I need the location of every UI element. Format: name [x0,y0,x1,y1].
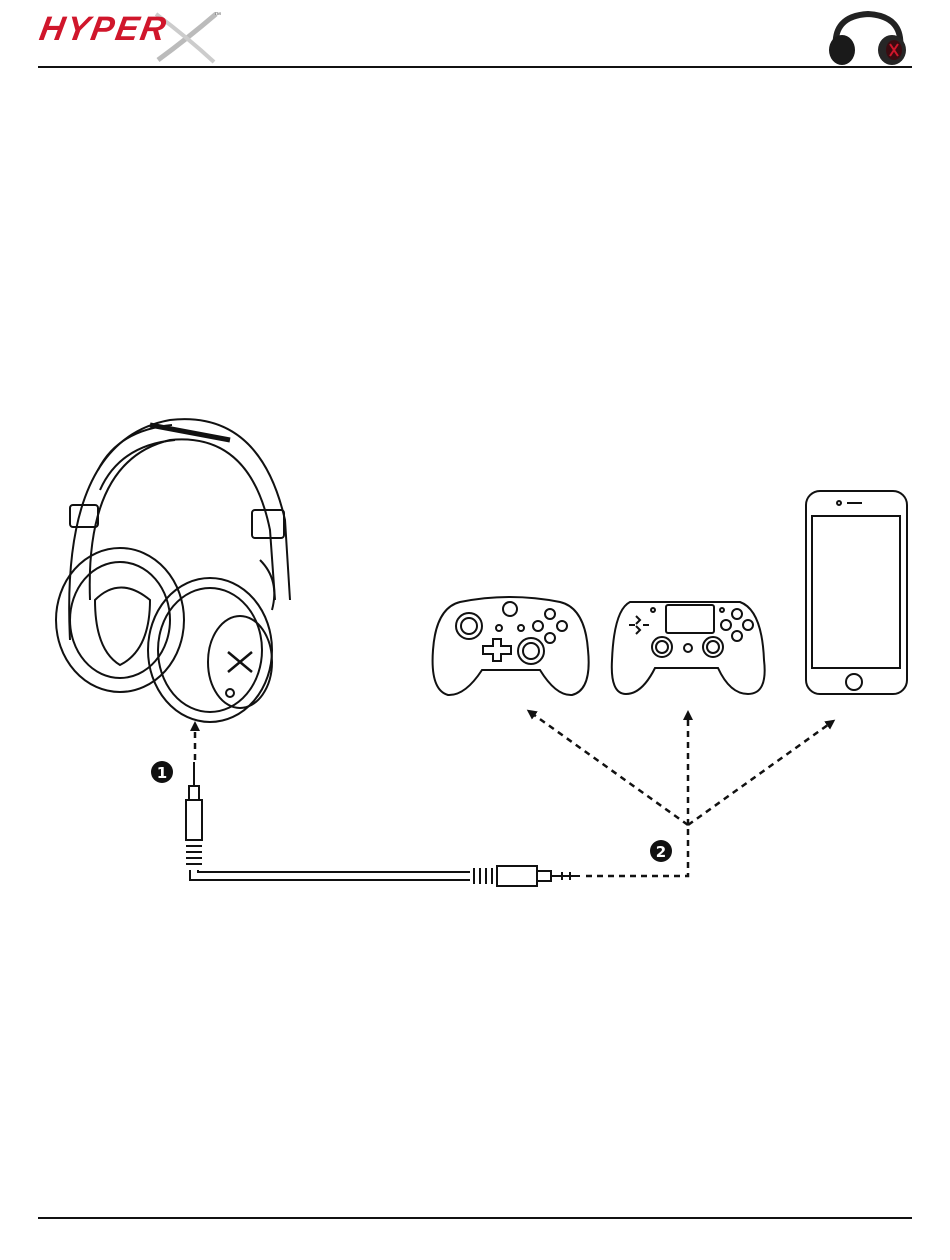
arrow-to-xbox [530,712,688,825]
svg-text:1: 1 [157,764,167,782]
arrow-to-smartphone [688,722,832,825]
xbox-controller-icon [433,597,589,695]
connection-arrows [195,712,832,876]
arrow-from-cable [586,825,688,876]
svg-text:2: 2 [656,843,666,861]
playstation-controller-icon [612,602,765,694]
step-badge-2: 2 [650,840,672,862]
over-ear-headset-icon [56,419,290,722]
step-badge-1: 1 [151,761,173,783]
3.5mm-audio-cable-icon [186,762,580,886]
smartphone-icon [806,491,907,694]
footer-divider [38,1217,912,1219]
